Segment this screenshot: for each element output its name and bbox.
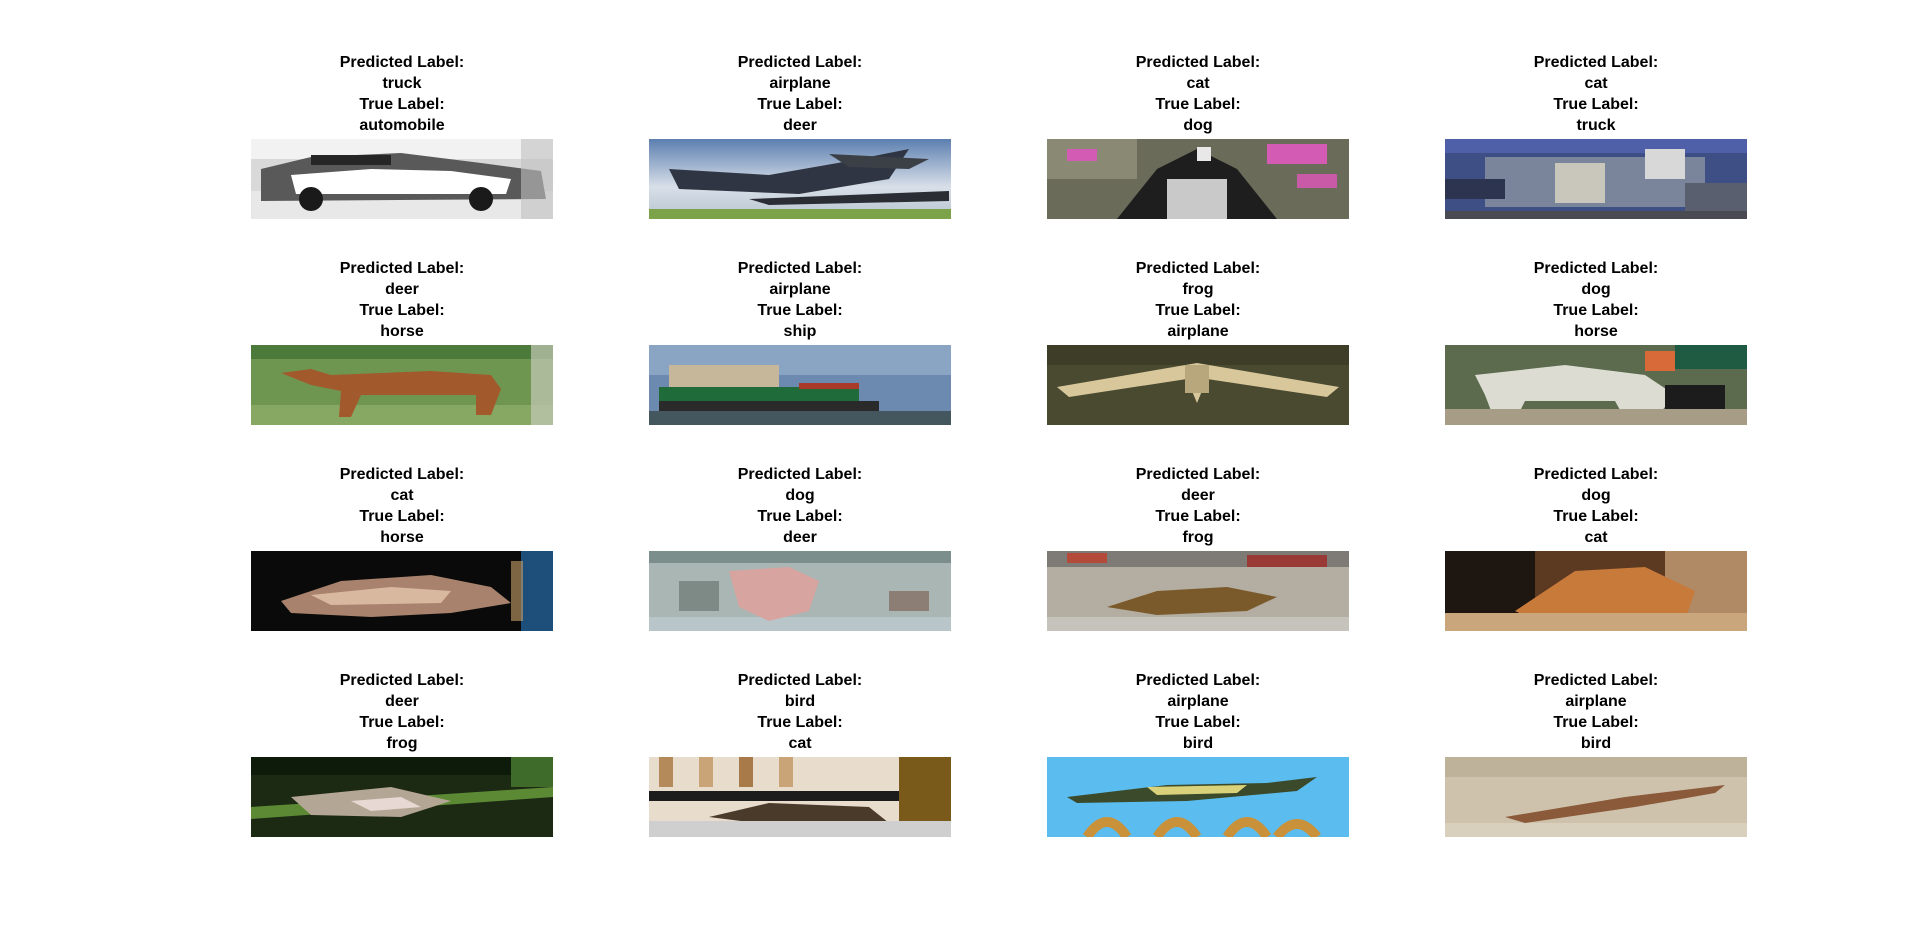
image-thumbnail-bird-beige [1445,757,1747,837]
true-label-value: horse [1574,323,1618,340]
subplot-title: Predicted Label: cat True Label: truck [1445,52,1747,136]
image-thumbnail-grayscale-car [251,139,553,219]
true-label-heading: True Label: [1553,96,1639,113]
subplot-title: Predicted Label: deer True Label: horse [251,258,553,342]
predicted-label-value: truck [382,75,422,92]
predicted-label-value: dog [1581,281,1611,298]
true-label-heading: True Label: [1553,714,1639,731]
true-label-heading: True Label: [757,508,843,525]
subplot-title: Predicted Label: dog True Label: deer [649,464,951,548]
predicted-label-heading: Predicted Label: [1533,672,1659,689]
predicted-label-heading: Predicted Label: [1135,672,1261,689]
image-thumbnail-brown-horse-grass [251,345,553,425]
predicted-label-value: bird [784,693,816,710]
image-thumbnail-blue-sky-shape [649,139,951,219]
true-label-heading: True Label: [359,714,445,731]
predicted-label-heading: Predicted Label: [1533,260,1659,277]
true-label-heading: True Label: [1553,508,1639,525]
predicted-label-heading: Predicted Label: [737,260,863,277]
true-label-heading: True Label: [1155,714,1241,731]
predicted-label-heading: Predicted Label: [339,260,465,277]
predicted-label-heading: Predicted Label: [339,466,465,483]
predicted-label-heading: Predicted Label: [1135,54,1261,71]
image-thumbnail-orange-cat [1445,551,1747,631]
image-thumbnail-blue-truck [1445,139,1747,219]
predicted-label-value: cat [1186,75,1210,92]
predicted-label-value: cat [1584,75,1608,92]
subplot-title: Predicted Label: truck True Label: autom… [251,52,553,136]
predicted-label-heading: Predicted Label: [737,54,863,71]
predicted-label-heading: Predicted Label: [737,466,863,483]
true-label-heading: True Label: [757,302,843,319]
true-label-value: bird [1182,735,1214,752]
true-label-heading: True Label: [757,96,843,113]
true-label-heading: True Label: [359,302,445,319]
predicted-label-value: frog [1182,281,1214,298]
image-thumbnail-dark-horse [251,551,553,631]
subplot-title: Predicted Label: deer True Label: frog [251,670,553,754]
true-label-heading: True Label: [1155,302,1241,319]
true-label-value: frog [386,735,418,752]
subplot-title: Predicted Label: dog True Label: horse [1445,258,1747,342]
true-label-value: ship [783,323,817,340]
subplot-title: Predicted Label: cat True Label: dog [1047,52,1349,136]
true-label-value: bird [1580,735,1612,752]
image-thumbnail-brown-frog [1047,551,1349,631]
image-thumbnail-green-frog [251,757,553,837]
predicted-label-value: deer [1181,487,1215,504]
true-label-heading: True Label: [1155,96,1241,113]
subplot-title: Predicted Label: bird True Label: cat [649,670,951,754]
predicted-label-value: deer [385,693,419,710]
predicted-label-value: cat [390,487,414,504]
true-label-heading: True Label: [359,508,445,525]
image-thumbnail-pale-deer [649,551,951,631]
predicted-label-heading: Predicted Label: [339,672,465,689]
subplot-title: Predicted Label: airplane True Label: de… [649,52,951,136]
predicted-label-value: airplane [1167,693,1229,710]
predicted-label-heading: Predicted Label: [1533,466,1659,483]
subplot-title: Predicted Label: cat True Label: horse [251,464,553,548]
predicted-label-value: airplane [1565,693,1627,710]
true-label-value: cat [788,735,812,752]
true-label-value: deer [783,529,817,546]
true-label-value: truck [1576,117,1616,134]
predicted-label-value: airplane [769,75,831,92]
predicted-label-value: airplane [769,281,831,298]
image-thumbnail-dog-pink-flowers [1047,139,1349,219]
subplot-title: Predicted Label: dog True Label: cat [1445,464,1747,548]
image-thumbnail-bird-blue-sky [1047,757,1349,837]
predicted-label-heading: Predicted Label: [1135,260,1261,277]
true-label-value: deer [783,117,817,134]
image-thumbnail-striped-cat [649,757,951,837]
true-label-value: horse [380,529,424,546]
predicted-label-value: dog [1581,487,1611,504]
subplot-title: Predicted Label: airplane True Label: bi… [1047,670,1349,754]
true-label-heading: True Label: [1553,302,1639,319]
image-thumbnail-green-ship [649,345,951,425]
predicted-label-heading: Predicted Label: [1533,54,1659,71]
true-label-heading: True Label: [1155,508,1241,525]
true-label-heading: True Label: [757,714,843,731]
subplot-title: Predicted Label: frog True Label: airpla… [1047,258,1349,342]
true-label-value: cat [1584,529,1608,546]
predicted-label-heading: Predicted Label: [737,672,863,689]
true-label-value: airplane [1167,323,1229,340]
predicted-label-value: deer [385,281,419,298]
subplot-title: Predicted Label: deer True Label: frog [1047,464,1349,548]
predicted-label-heading: Predicted Label: [339,54,465,71]
predicted-label-value: dog [785,487,815,504]
image-thumbnail-beige-airplane [1047,345,1349,425]
predicted-label-heading: Predicted Label: [1135,466,1261,483]
true-label-value: horse [380,323,424,340]
subplot-title: Predicted Label: airplane True Label: bi… [1445,670,1747,754]
image-thumbnail-white-horse [1445,345,1747,425]
true-label-heading: True Label: [359,96,445,113]
true-label-value: frog [1182,529,1214,546]
subplot-title: Predicted Label: airplane True Label: sh… [649,258,951,342]
true-label-value: automobile [359,117,445,134]
true-label-value: dog [1183,117,1213,134]
